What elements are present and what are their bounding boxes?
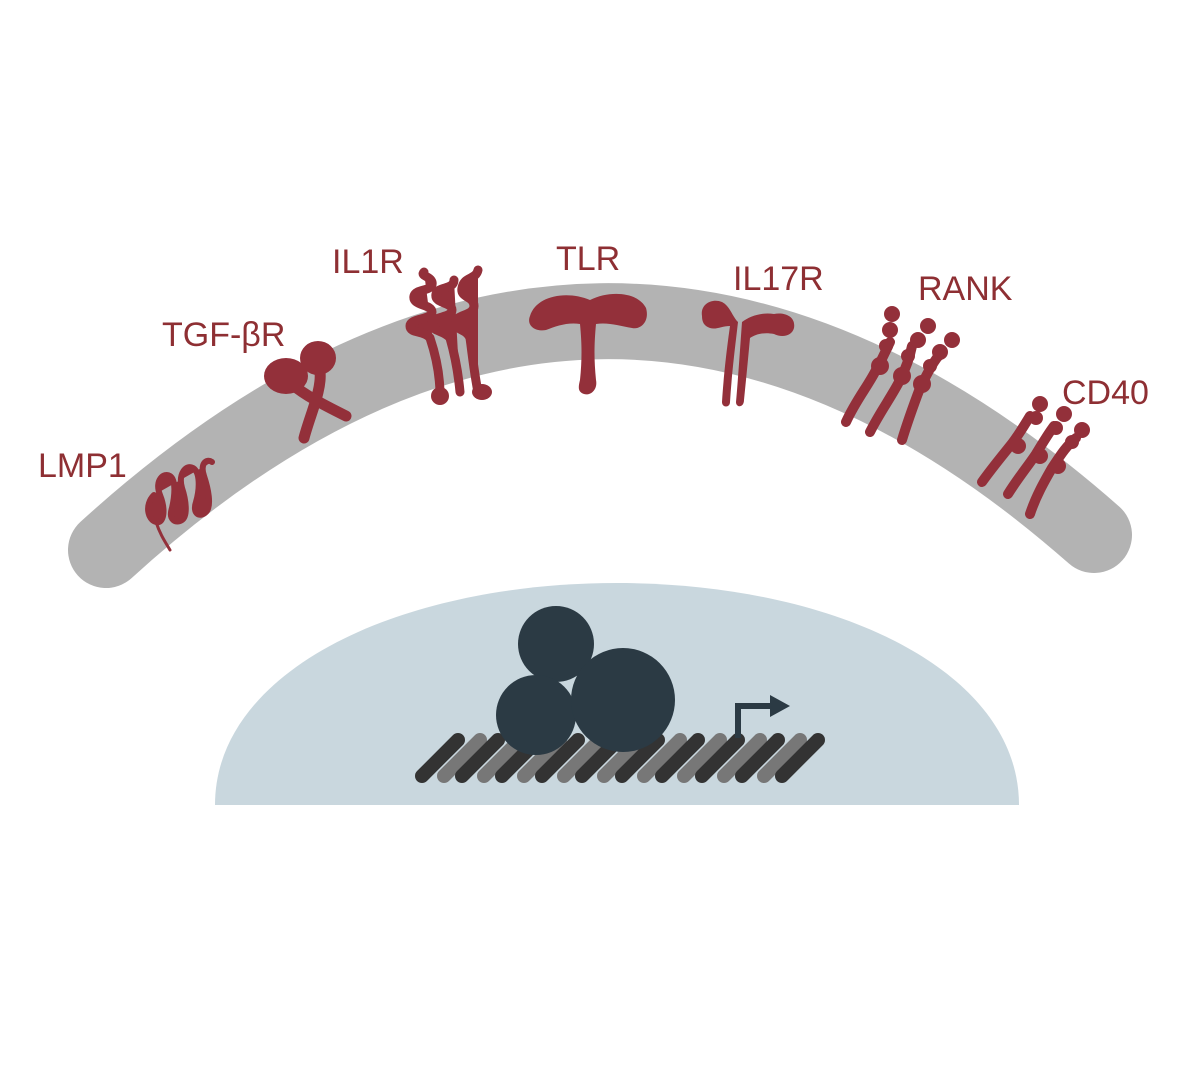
- receptor-rank: [841, 306, 960, 445]
- transcription-arrow-icon: [735, 695, 790, 738]
- label-tlr: TLR: [556, 240, 620, 278]
- label-tgfbr: TGF-βR: [162, 316, 285, 354]
- label-cd40: CD40: [1062, 374, 1149, 412]
- receptor-tgfbr: [264, 341, 352, 444]
- receptor-il1r: [405, 265, 492, 405]
- receptor-lmp1: [145, 457, 215, 552]
- label-lmp1: LMP1: [38, 447, 127, 485]
- receptor-il17r: [701, 300, 795, 407]
- receptor-cd40: [977, 396, 1090, 519]
- label-rank: RANK: [918, 270, 1013, 308]
- receptor-tlr: [529, 293, 647, 395]
- dna-helix: [415, 733, 825, 783]
- transcription-factor-complex: [496, 606, 675, 755]
- label-il1r: IL1R: [332, 243, 404, 281]
- label-il17r: IL17R: [733, 260, 824, 298]
